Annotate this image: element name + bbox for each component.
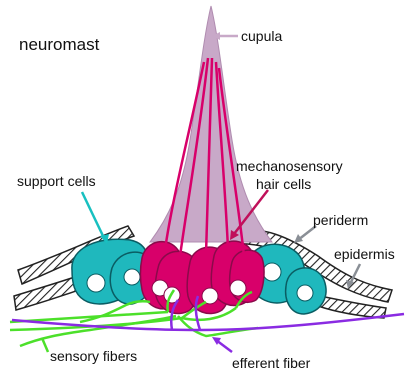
support-cell-nucleus bbox=[297, 285, 313, 301]
hair-cells-label: hair cells bbox=[256, 176, 311, 193]
periderm-label: periderm bbox=[313, 212, 368, 229]
support-cell-nucleus bbox=[124, 269, 140, 285]
efferent-fiber-label: efferent fiber bbox=[232, 355, 310, 372]
epidermis-label: epidermis bbox=[334, 246, 395, 263]
support-cells-label: support cells bbox=[17, 173, 96, 190]
cupula-label: cupula bbox=[241, 28, 282, 45]
hair-cell-nucleus bbox=[230, 280, 246, 296]
support-cell-nucleus bbox=[263, 263, 281, 281]
diagram-title: neuromast bbox=[19, 36, 99, 53]
sensory-fibers-label: sensory fibers bbox=[50, 348, 137, 365]
support-cells-arrow bbox=[82, 192, 104, 238]
sensory-fibers-arrow bbox=[42, 338, 48, 352]
support-cell-nucleus bbox=[87, 274, 105, 292]
mechanosensory-label: mechanosensory bbox=[236, 158, 343, 175]
